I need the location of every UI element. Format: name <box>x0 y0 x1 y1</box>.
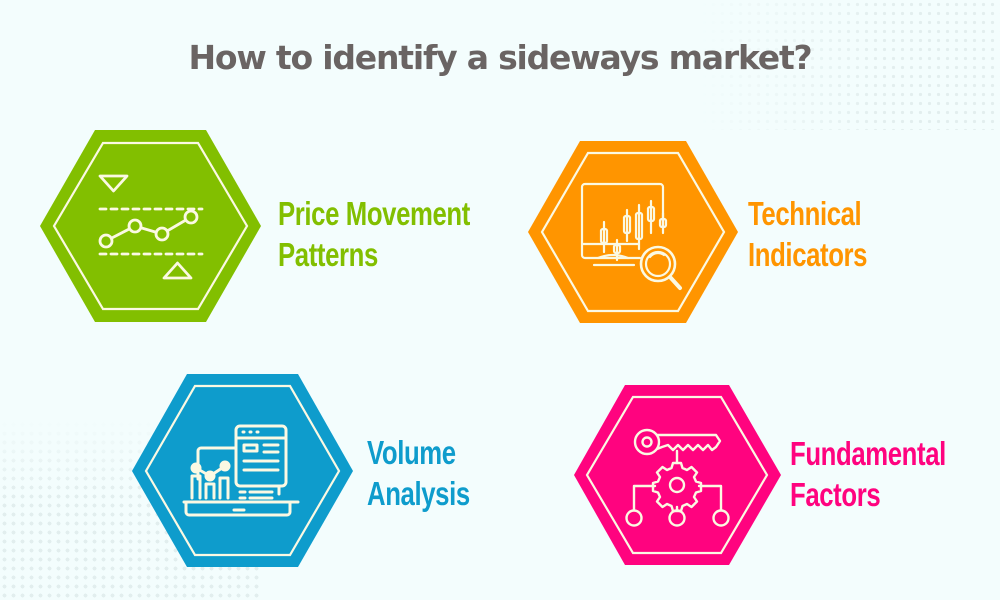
background-dot-pattern <box>700 0 1000 130</box>
range-bound-line-chart-icon <box>98 174 204 280</box>
label-volume-analysis: Volume Analysis <box>367 434 470 512</box>
candlestick-monitor-magnifier-icon <box>580 182 682 290</box>
hexagon-volume-analysis <box>132 374 354 568</box>
label-fundamental-factors: Fundamental Factors <box>790 435 946 513</box>
label-price-movement-patterns: Price Movement Patterns <box>278 195 470 273</box>
hexagon-technical-indicators <box>528 141 739 324</box>
laptop-analytics-dashboard-icon <box>182 424 300 517</box>
page-title: How to identify a sideways market? <box>188 38 812 77</box>
label-technical-indicators: Technical Indicators <box>748 195 868 273</box>
hexagon-fundamental-factors <box>574 385 782 566</box>
key-gear-network-icon <box>625 428 730 527</box>
hexagon-price-movement-patterns <box>40 130 262 324</box>
